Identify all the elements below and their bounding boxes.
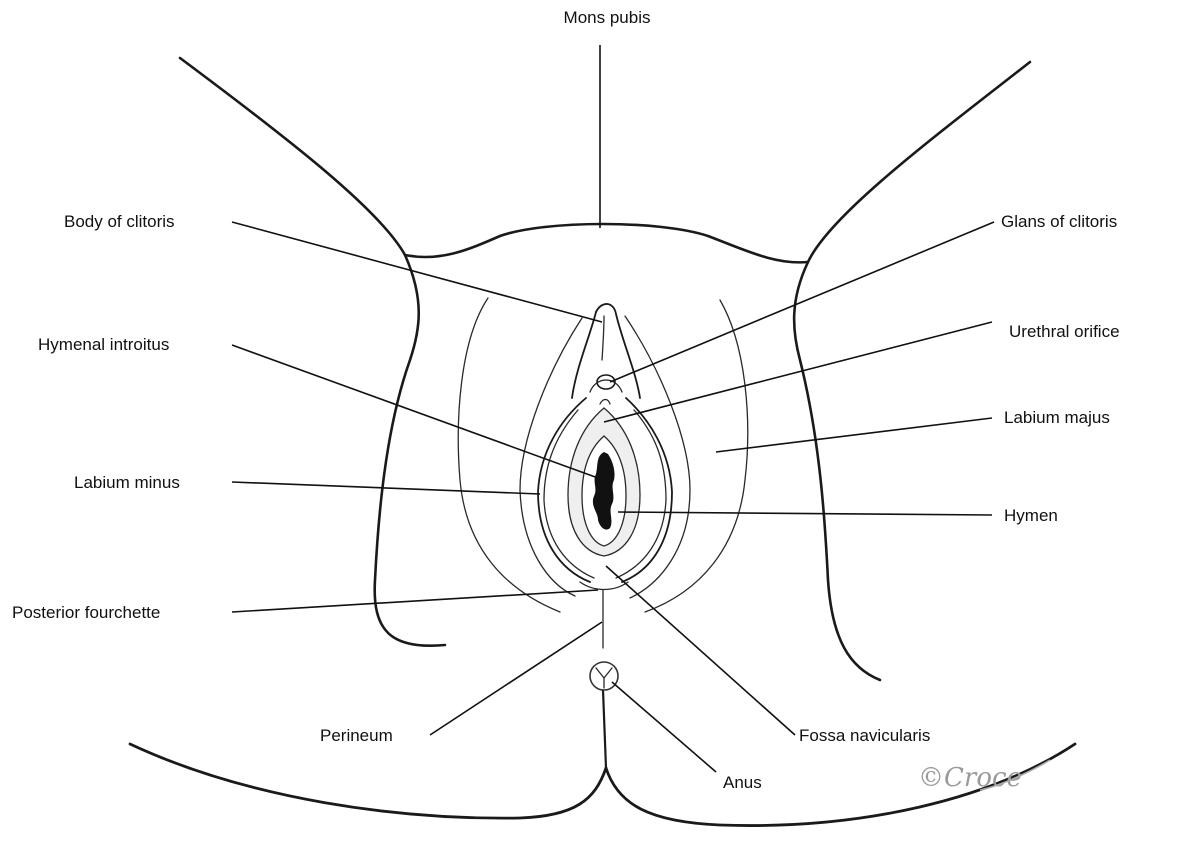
label-posterior-fourchette: Posterior fourchette	[12, 603, 160, 622]
clitoris-body-line	[602, 316, 604, 360]
label-fossa-navicularis: Fossa navicularis	[799, 726, 930, 745]
signature-text: ©Croce	[918, 763, 1022, 793]
leader-posterior-fourchette	[232, 590, 598, 612]
label-hymen: Hymen	[1004, 506, 1058, 525]
leader-glans-of-clitoris	[610, 222, 994, 382]
left-buttock-contour	[130, 744, 606, 818]
label-hymenal-introitus: Hymenal introitus	[38, 335, 169, 354]
label-anus: Anus	[723, 773, 762, 792]
posterior-fourchette-shape	[580, 582, 628, 590]
labels: Mons pubis Body of clitoris Glans of cli…	[12, 8, 1120, 792]
artist-signature: ©Croce	[918, 760, 1050, 793]
natal-cleft	[603, 690, 606, 768]
right-groin-crease	[794, 62, 1030, 680]
label-glans-of-clitoris: Glans of clitoris	[1001, 212, 1117, 231]
leader-anus	[612, 682, 716, 772]
leader-hymen	[618, 512, 992, 515]
label-body-of-clitoris: Body of clitoris	[64, 212, 175, 231]
leader-perineum	[430, 622, 602, 735]
leader-hymenal-introitus	[232, 345, 598, 478]
clitoral-hood-left	[572, 312, 596, 398]
leader-body-of-clitoris	[232, 222, 602, 322]
label-perineum: Perineum	[320, 726, 393, 745]
label-mons-pubis: Mons pubis	[564, 8, 651, 27]
label-labium-majus: Labium majus	[1004, 408, 1110, 427]
leader-fossa-navicularis	[606, 566, 795, 735]
leader-urethral-orifice	[604, 322, 992, 422]
leader-labium-minus	[232, 482, 540, 494]
left-groin-crease	[180, 58, 445, 646]
leader-labium-majus	[716, 418, 992, 452]
mons-pubis-contour	[405, 224, 808, 262]
leader-lines	[232, 45, 994, 772]
label-urethral-orifice: Urethral orifice	[1009, 322, 1120, 341]
label-labium-minus: Labium minus	[74, 473, 180, 492]
urethral-orifice-shape	[600, 400, 610, 405]
